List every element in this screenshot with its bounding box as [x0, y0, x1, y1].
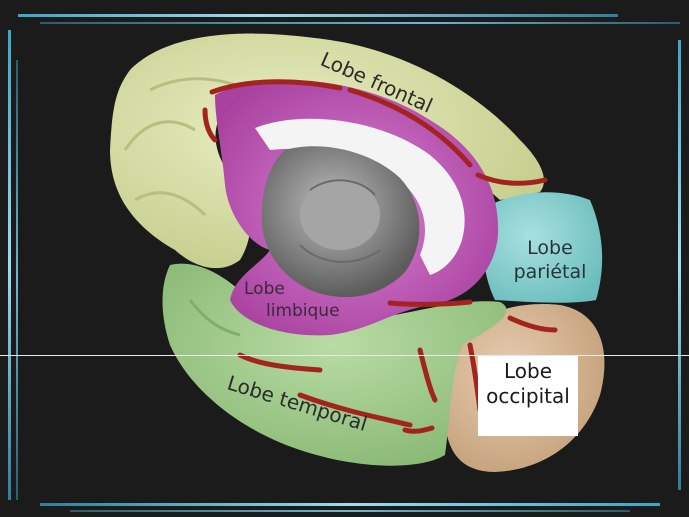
label-limbic-line2: limbique: [266, 301, 340, 321]
label-occipital-line1: Lobe: [503, 359, 553, 383]
frame-left-line: [8, 30, 11, 500]
label-limbic-line1: Lobe: [244, 279, 285, 299]
sulci-lines: [202, 79, 558, 434]
label-occipital-line2: occipital: [486, 384, 570, 408]
frame-bottom-line: [40, 503, 660, 506]
frame-bottom-line-2: [70, 510, 630, 512]
frame-top-line-2: [40, 22, 680, 24]
label-occipital-lobe: Lobe occipital: [478, 356, 578, 436]
label-parietal-line1: Lobe: [527, 237, 573, 259]
frame-right-line: [678, 40, 681, 490]
label-parietal-line2: pariétal: [513, 261, 587, 283]
frame-left-line-2: [16, 60, 18, 500]
horizontal-guide-line: [0, 355, 689, 356]
label-parietal-lobe: Lobe pariétal: [505, 236, 595, 284]
frame-top-line: [18, 14, 618, 17]
parietal-lobe-region: [483, 192, 603, 303]
label-limbic-lobe: Lobe limbique: [244, 278, 340, 322]
corpus-callosum: [255, 118, 465, 275]
